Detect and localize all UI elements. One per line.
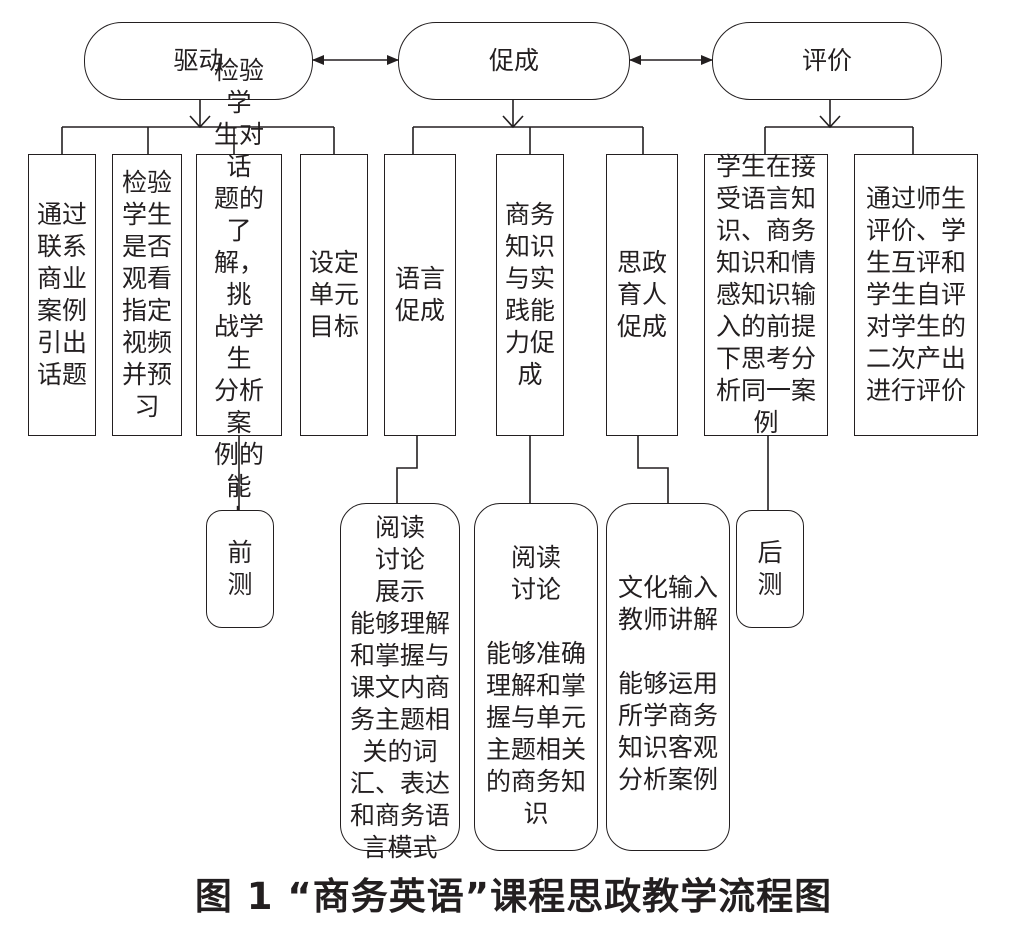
drive-box-1: 通过 联系 商业 案例 引出 话题 — [28, 154, 96, 436]
evaluate-node: 评价 — [712, 22, 942, 100]
drive-box-2: 检验 学生 是否 观看 指定 视频 并预 习 — [112, 154, 182, 436]
promote-box-business: 商务 知识 与实 践能 力促 成 — [496, 154, 564, 436]
drive-box-4: 设定 单元 目标 — [300, 154, 368, 436]
evaluate-box-1: 学生在接 受语言知 识、商务 知识和情 感知识输 入的前提 下思考分 析同一案 … — [704, 152, 828, 437]
posttest-node: 后 测 — [736, 510, 804, 628]
promote-node: 促成 — [398, 22, 630, 100]
drive-node: 驱动 — [84, 22, 313, 100]
promote-box-ideology: 思政 育人 促成 — [606, 154, 678, 436]
drive-box-3: 检验学 生对话 题的了 解，挑 战学生 分析案 例的能 力 — [196, 56, 282, 533]
promote-detail-ideology: 文化输入 教师讲解 能够运用 所学商务 知识客观 分析案例 — [606, 503, 730, 851]
promote-detail-business: 阅读 讨论 能够准确 理解和掌 握与单元 主题相关 的商务知 识 — [474, 503, 598, 851]
evaluate-box-2: 通过师生 评价、学 生互评和 学生自评 对学生的 二次产出 进行评价 — [854, 154, 978, 436]
pretest-node: 前 测 — [206, 510, 274, 628]
promote-detail-language: 阅读 讨论 展示 能够理解 和掌握与 课文内商 务主题相 关的词 汇、表达 和商… — [340, 503, 460, 862]
figure-caption: 图 1 “商务英语”课程思政教学流程图 — [194, 875, 833, 918]
promote-box-language: 语言 促成 — [384, 154, 456, 436]
